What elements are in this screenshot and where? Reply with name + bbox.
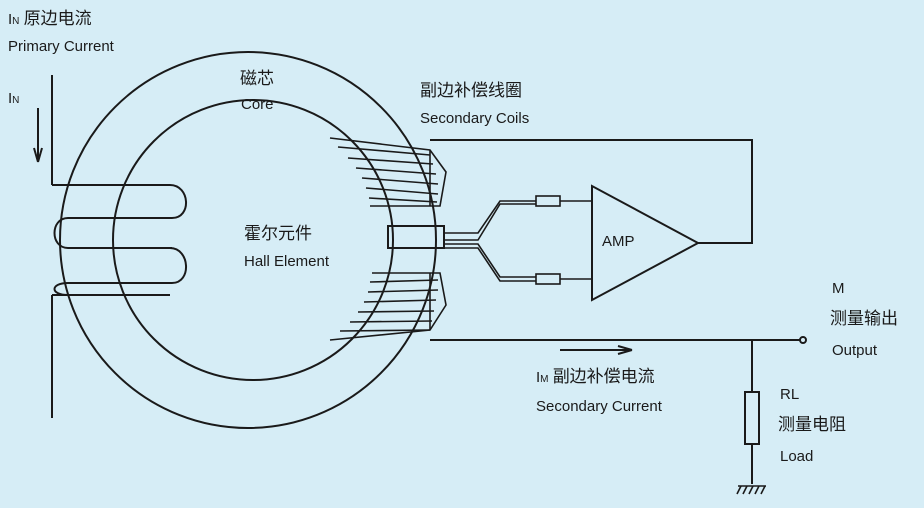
load-label-cn: 测量电阻 — [778, 415, 846, 435]
core-label-en: Core — [241, 96, 274, 113]
load-resistor — [744, 340, 760, 484]
primary-label-cn: 原边电流 — [23, 9, 92, 29]
secondary-current-title: IM 副边补偿电流 — [536, 368, 655, 389]
output-label-en: Output — [832, 342, 878, 359]
hall-label-cn: 霍尔元件 — [244, 224, 312, 244]
secondary-current-arrow — [560, 345, 633, 355]
upper-lead-resistor — [535, 195, 561, 207]
feedback-wire — [430, 139, 753, 244]
load-label-en: Load — [780, 448, 814, 465]
hall-leads — [444, 195, 592, 285]
core-label-cn: 磁芯 — [240, 69, 274, 89]
secondary-coil-upper — [329, 137, 447, 207]
primary-conductor — [51, 75, 187, 418]
lower-lead-resistor — [535, 273, 561, 285]
secondary-coils-label-cn: 副边补偿线圈 — [420, 81, 522, 101]
hall-label-en: Hall Element — [244, 253, 330, 270]
secondary-current-label-en: Secondary Current — [536, 398, 662, 415]
output-label-cn: 测量输出 — [830, 309, 898, 329]
secondary-coil-lower — [329, 272, 447, 341]
hall-element-block — [387, 225, 445, 249]
primary-current-title: IN 原边电流 — [8, 10, 92, 31]
core-ring — [59, 51, 437, 429]
primary-symbol: IN — [8, 11, 20, 28]
amp-triangle — [591, 184, 701, 302]
primary-arrow-symbol: IN — [8, 90, 20, 107]
output-label-m: M — [832, 280, 845, 297]
amp-label: AMP — [602, 233, 635, 250]
secondary-current-symbol: IM — [536, 369, 549, 386]
primary-label-en: Primary Current — [8, 38, 114, 55]
secondary-current-label-cn: 副边补偿电流 — [552, 367, 655, 387]
secondary-coils-label-en: Secondary Coils — [420, 110, 530, 127]
output-wire — [430, 336, 807, 344]
load-label-rl: RL — [780, 386, 800, 403]
primary-current-arrow — [33, 108, 43, 163]
ground-symbol — [736, 485, 766, 495]
